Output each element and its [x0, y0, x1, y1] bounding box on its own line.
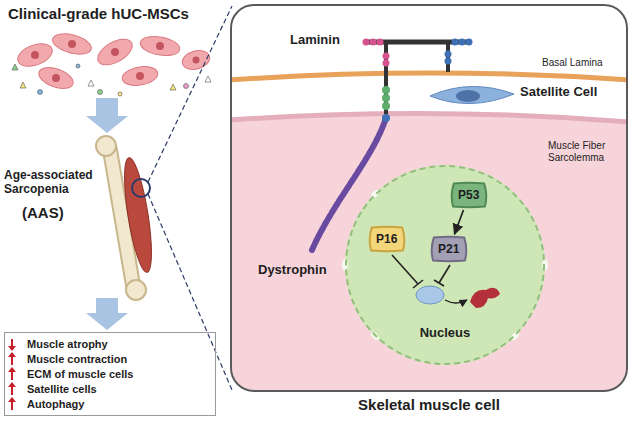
part-label: Muscle Fiber Sarcolemma [548, 140, 620, 164]
node-text: Muscle contraction [5, 352, 211, 367]
node-text: P16 [376, 232, 398, 246]
part-label: Satellite Cell [520, 84, 597, 99]
part-label: Basal Lamina [542, 57, 603, 68]
node-text: P53 [458, 188, 480, 202]
node-text: Skeletal muscle cell [232, 396, 626, 413]
source-title: Clinical-grade hUC-MSCs [8, 5, 189, 22]
node-text: Satellite cells [5, 382, 211, 397]
condition-label: Age-associated Sarcopenia [4, 168, 96, 196]
nucleus-circle: Nucleus P53P16P21 [345, 165, 545, 365]
stem-cells [15, 30, 212, 92]
activation-arrow [455, 210, 464, 234]
bone-muscle [96, 136, 157, 300]
protein-p53: P53 [450, 182, 488, 208]
flow-arrow [86, 298, 128, 330]
node-text: Autophagy [5, 397, 211, 412]
protein-p16: P16 [368, 226, 406, 252]
node-text: P21 [438, 242, 460, 256]
protein-p21: P21 [430, 236, 468, 262]
flow-arrow [86, 98, 128, 133]
node-text: Nucleus [345, 325, 545, 340]
node-text: ECM of muscle cells [5, 367, 211, 382]
part-label: Laminin [290, 32, 340, 47]
node-text: Muscle atrophy [5, 337, 211, 352]
change-arrows [8, 339, 16, 410]
result-box: Muscle atrophyMuscle contractionECM of m… [4, 332, 216, 416]
part-label: Dystrophin [258, 262, 327, 277]
secretome-particles [12, 64, 211, 96]
condition-abbrev: (AAS) [22, 204, 64, 221]
muscle-cell-art [232, 39, 626, 391]
